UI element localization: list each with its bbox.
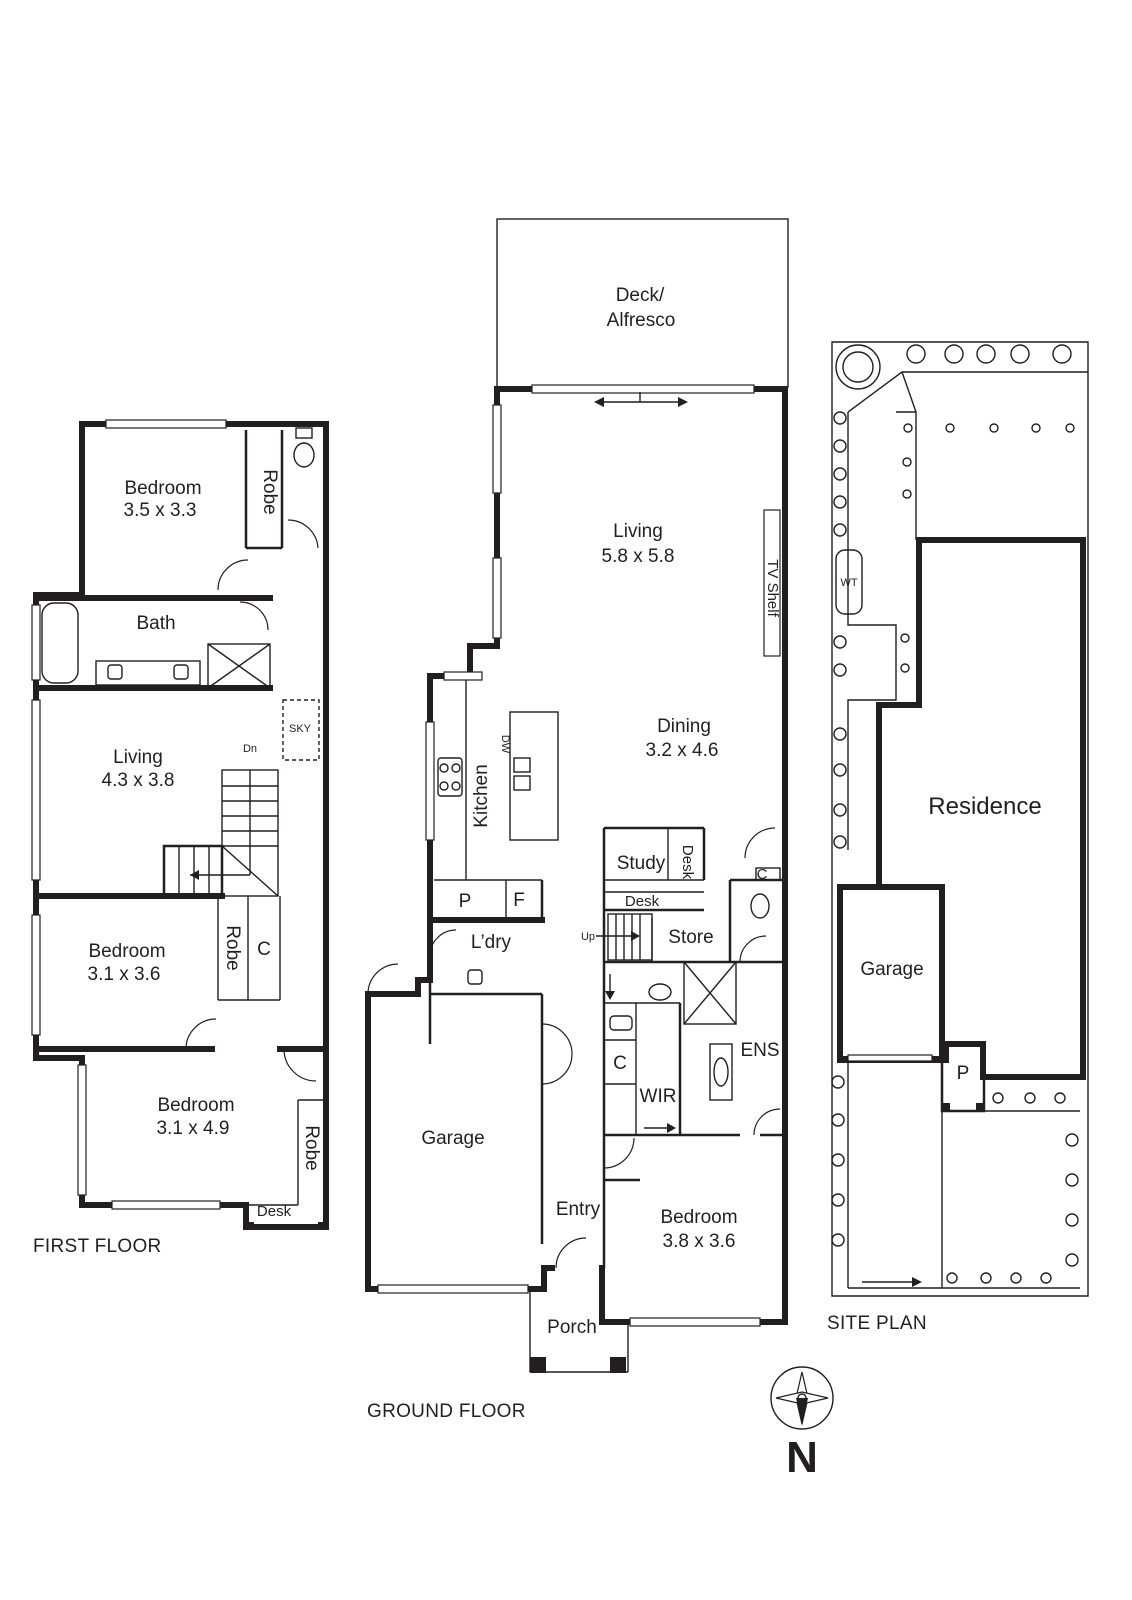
robe-bottom-label: Robe: [301, 1125, 322, 1170]
ensuite-label: ENS: [740, 1040, 779, 1061]
ground-floor-plan: Deck/ Alfresco Living 5.8 x 5.8 TV Shelf…: [365, 218, 789, 1422]
site-plan-caption: SITE PLAN: [827, 1313, 927, 1334]
living-ground-dims: 5.8 x 5.8: [602, 546, 675, 567]
north-label: N: [786, 1433, 818, 1482]
wir-label: WIR: [640, 1086, 677, 1107]
first-floor-walls: [33, 421, 329, 1230]
first-floor-fixtures: [41, 427, 326, 1230]
bedroom-top-dims: 3.5 x 3.3: [124, 500, 197, 521]
bath-label: Bath: [136, 613, 175, 634]
site-labels: Residence Garage P: [860, 793, 1041, 1084]
first-floor-plan: Bedroom 3.5 x 3.3 Robe Bath Living 4.3 x…: [31, 419, 329, 1257]
first-floor-windows: [31, 419, 227, 1210]
site-boundary: [831, 341, 1089, 1297]
bedroom-mid-name: Bedroom: [88, 941, 165, 962]
first-floor-caption: FIRST FLOOR: [33, 1236, 162, 1257]
dining-name: Dining: [657, 716, 711, 737]
garage-site-label: Garage: [860, 959, 923, 980]
site-driveway: [847, 1060, 1080, 1289]
ground-floor-doors: [367, 827, 781, 1269]
deck-label-line2: Alfresco: [607, 310, 676, 331]
site-plan: WT: [827, 341, 1089, 1334]
water-tank-label: WT: [840, 577, 857, 589]
site-buildings: [837, 537, 1086, 1113]
study-desk-label: Desk: [625, 893, 660, 910]
study-desk-side-label: Desk: [679, 845, 696, 880]
living-first-dims: 4.3 x 3.8: [102, 770, 175, 791]
site-water-tank: WT: [835, 549, 863, 615]
garage-ground-label: Garage: [421, 1128, 484, 1149]
skylight-label: SKY: [289, 723, 312, 735]
first-floor-labels: Bedroom 3.5 x 3.3 Robe Bath Living 4.3 x…: [88, 469, 322, 1220]
entry-label: Entry: [556, 1199, 601, 1220]
bedroom-mid-dims: 3.1 x 3.6: [88, 964, 161, 985]
deck-label-line1: Deck/: [616, 285, 665, 306]
cupboard-wc-label: C: [757, 866, 768, 883]
parking-label: P: [957, 1063, 970, 1084]
living-first-name: Living: [113, 747, 163, 768]
bedroom-ground-name: Bedroom: [660, 1207, 737, 1228]
dining-dims: 3.2 x 4.6: [646, 740, 719, 761]
stair-up-label: Up: [581, 931, 595, 943]
ground-floor-labels: Deck/ Alfresco Living 5.8 x 5.8 TV Shelf…: [421, 285, 781, 1338]
stair-down-label: Dn: [243, 743, 257, 755]
first-floor-doors: [185, 519, 319, 1082]
study-label: Study: [617, 853, 666, 874]
store-label: Store: [668, 927, 713, 948]
porch-label: Porch: [547, 1317, 597, 1338]
bedroom-ground-dims: 3.8 x 3.6: [663, 1231, 736, 1252]
residence-label: Residence: [928, 793, 1041, 820]
bedroom-bottom-dims: 3.1 x 4.9: [157, 1118, 230, 1139]
bedroom-top-name: Bedroom: [124, 478, 201, 499]
robe-top-label: Robe: [259, 469, 280, 514]
laundry-label: L’dry: [471, 932, 512, 953]
ground-floor-windows: [377, 384, 781, 1327]
site-landscaping: [831, 344, 1079, 1284]
desk-first-label: Desk: [257, 1203, 292, 1220]
robe-mid-label: Robe: [222, 925, 243, 970]
kitchen-label: Kitchen: [471, 764, 492, 827]
dishwasher-label: DW: [499, 735, 511, 754]
ground-floor-caption: GROUND FLOOR: [367, 1401, 526, 1422]
bedroom-bottom-name: Bedroom: [157, 1095, 234, 1116]
tv-shelf-label: TV Shelf: [764, 559, 781, 617]
cupboard-first-label: C: [257, 939, 271, 960]
ground-floor-fixtures: [434, 392, 781, 1373]
pantry-label: P: [459, 891, 472, 912]
living-ground-name: Living: [613, 521, 663, 542]
first-floor-stairs: [162, 769, 279, 898]
fridge-label: F: [513, 890, 525, 911]
compass-rose-icon: N: [770, 1366, 834, 1482]
cupboard-wir-label: C: [613, 1053, 627, 1074]
ground-floor-walls: [365, 386, 788, 1325]
